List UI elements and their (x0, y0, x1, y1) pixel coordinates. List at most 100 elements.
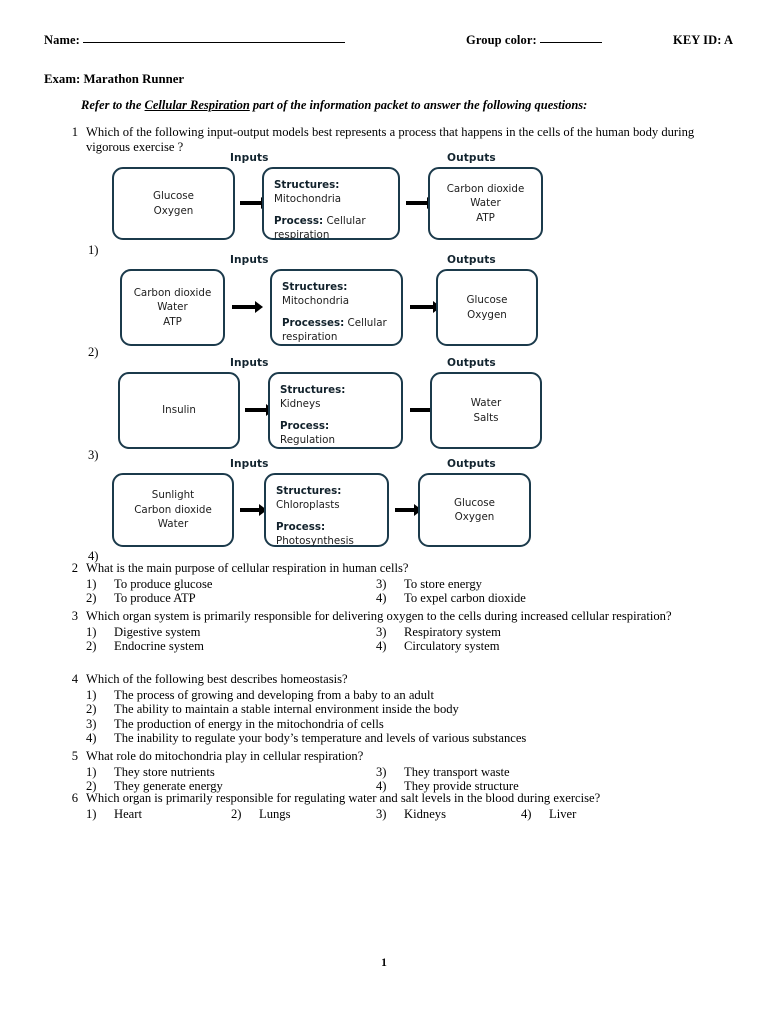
diagram-1-process-value: Cellular respiration (274, 214, 366, 242)
instruction-line: Refer to the Cellular Respiration part o… (81, 98, 587, 113)
diagram-3-process-label: Process: (280, 419, 330, 432)
question-3: 3 Which organ system is primarily respon… (60, 609, 725, 654)
diagram-1-process-box: Structures: Mitochondria Process: Cellul… (262, 167, 400, 242)
option-3-4[interactable]: 4) Circulatory system (376, 639, 500, 654)
question-2-options: 1)To produce glucose 3)To store energy 2… (86, 577, 706, 606)
question-6-number: 6 (71, 791, 78, 805)
diagram-2-structures-label: Structures: (282, 281, 348, 293)
option-label: 4) (376, 779, 387, 794)
diagram-3-inputs-title: Inputs (230, 357, 269, 369)
diagram-4-choice-label: 4) (88, 549, 99, 563)
question-3-number: 3 (71, 609, 78, 623)
option-4-2[interactable]: 2) The ability to maintain a stable inter… (86, 702, 725, 717)
diagram-1-outputs-title: Outputs (447, 152, 496, 164)
option-text: Lungs (259, 806, 291, 821)
option-text: Liver (549, 806, 577, 821)
diagram-3-inputs-box: Insulin (118, 372, 240, 449)
diagram-1-structures-label: Structures: (274, 179, 340, 191)
option-label: 3) (376, 624, 387, 639)
diagram-3-choice-label: 3) (88, 448, 99, 462)
option-4-3[interactable]: 3) The production of energy in the mitoch… (86, 717, 725, 732)
diagram-2-process-box: Structures: Mitochondria Processes: Cell… (270, 269, 403, 346)
option-3-3[interactable]: 3)Respiratory system (376, 625, 501, 640)
diagram-3-structures-value: Kidneys (280, 398, 321, 411)
option-2-1[interactable]: 1)To produce glucose (86, 577, 376, 592)
option-3-2[interactable]: 2)Endocrine system (86, 639, 376, 654)
option-row: 2) To produce ATP 4)To expel carbon dioxi… (86, 591, 706, 606)
option-label: 1) (86, 576, 97, 591)
group-color-label: Group color: (466, 33, 537, 47)
question-5-text: What role do mitochondria play in cellul… (86, 749, 364, 763)
instruction-after: part of the information packet to answer… (249, 98, 588, 112)
question-4-options: 1)The process of growing and developing … (86, 688, 725, 746)
diagram-1-choice-label: 1) (88, 243, 99, 257)
option-label: 1) (86, 624, 97, 639)
option-2-2[interactable]: 2) To produce ATP (86, 591, 376, 606)
option-row: 2)Endocrine system 4) Circulatory system (86, 639, 706, 654)
question-2-text: What is the main purpose of cellular res… (86, 561, 409, 575)
option-2-4[interactable]: 4)To expel carbon dioxide (376, 591, 526, 606)
exam-title: Exam: Marathon Runner (44, 72, 185, 86)
option-label: 4) (376, 639, 387, 654)
diagram-4-process-label: Process: (276, 520, 326, 533)
question-3-options: 1)Digestive system 3)Respiratory system … (86, 625, 706, 654)
question-6-options: 1)Heart 2)Lungs 3)Kidneys 4) Liver (86, 807, 740, 822)
diagram-1-process-label: Process: (274, 214, 324, 227)
option-5-2[interactable]: 2)They generate energy (86, 779, 376, 794)
option-label: 1) (86, 806, 97, 821)
diagram-3-process-value: Regulation (280, 434, 335, 447)
option-5-1[interactable]: 1)They store nutrients (86, 765, 376, 780)
option-5-4[interactable]: 4)They provide structure (376, 779, 519, 794)
option-row: 2)They generate energy 4)They provide st… (86, 779, 706, 794)
option-text: Circulatory system (404, 639, 500, 654)
diagram-option-3[interactable]: 3) Inputs Outputs Insulin Structures: Ki… (80, 357, 640, 462)
option-label: 3) (86, 716, 97, 731)
option-6-3[interactable]: 3)Kidneys (376, 807, 521, 822)
group-color-blank-line (539, 42, 602, 43)
option-text: The inability to regulate your body’s te… (114, 731, 527, 746)
option-label: 2) (86, 702, 97, 717)
option-text: The ability to maintain a stable interna… (114, 702, 459, 717)
diagram-3-outputs-title: Outputs (447, 357, 496, 369)
option-4-4[interactable]: 4)The inability to regulate your body’s … (86, 731, 725, 746)
diagram-4-outputs-title: Outputs (447, 458, 496, 470)
option-label: 3) (376, 806, 387, 821)
option-text: To expel carbon dioxide (404, 591, 526, 606)
option-6-4[interactable]: 4) Liver (521, 807, 576, 822)
diagram-2-choice-label: 2) (88, 345, 99, 359)
question-1-number: 1 (71, 125, 78, 139)
option-6-2[interactable]: 2)Lungs (231, 807, 376, 822)
diagram-4-inputs-title: Inputs (230, 458, 269, 470)
option-text: To produce ATP (114, 591, 196, 606)
diagram-4-structures-value: Chloroplasts (276, 499, 340, 512)
diagram-4-process-box: Structures: Chloroplasts Process: Photos… (264, 473, 389, 547)
diagram-3-structures-label: Structures: (280, 384, 346, 396)
option-text: The production of energy in the mitochon… (114, 716, 384, 731)
option-label: 2) (86, 591, 97, 606)
question-1: 1 Which of the following input-output mo… (60, 125, 725, 154)
option-text: Digestive system (114, 624, 201, 639)
option-label: 4) (521, 806, 532, 821)
option-label: 3) (376, 764, 387, 779)
option-4-1[interactable]: 1)The process of growing and developing … (86, 688, 725, 703)
option-label: 2) (86, 779, 97, 794)
option-3-1[interactable]: 1) Digestive system (86, 625, 376, 640)
question-6: 6 Which organ is primarily responsible f… (60, 791, 740, 821)
diagram-1-inputs-title: Inputs (230, 152, 269, 164)
option-2-3[interactable]: 3)To store energy (376, 577, 482, 592)
option-6-1[interactable]: 1)Heart (86, 807, 231, 822)
option-5-3[interactable]: 3)They transport waste (376, 765, 510, 780)
option-row: 1)They store nutrients 3)They transport … (86, 765, 706, 780)
option-row: 1)To produce glucose 3)To store energy (86, 577, 706, 592)
